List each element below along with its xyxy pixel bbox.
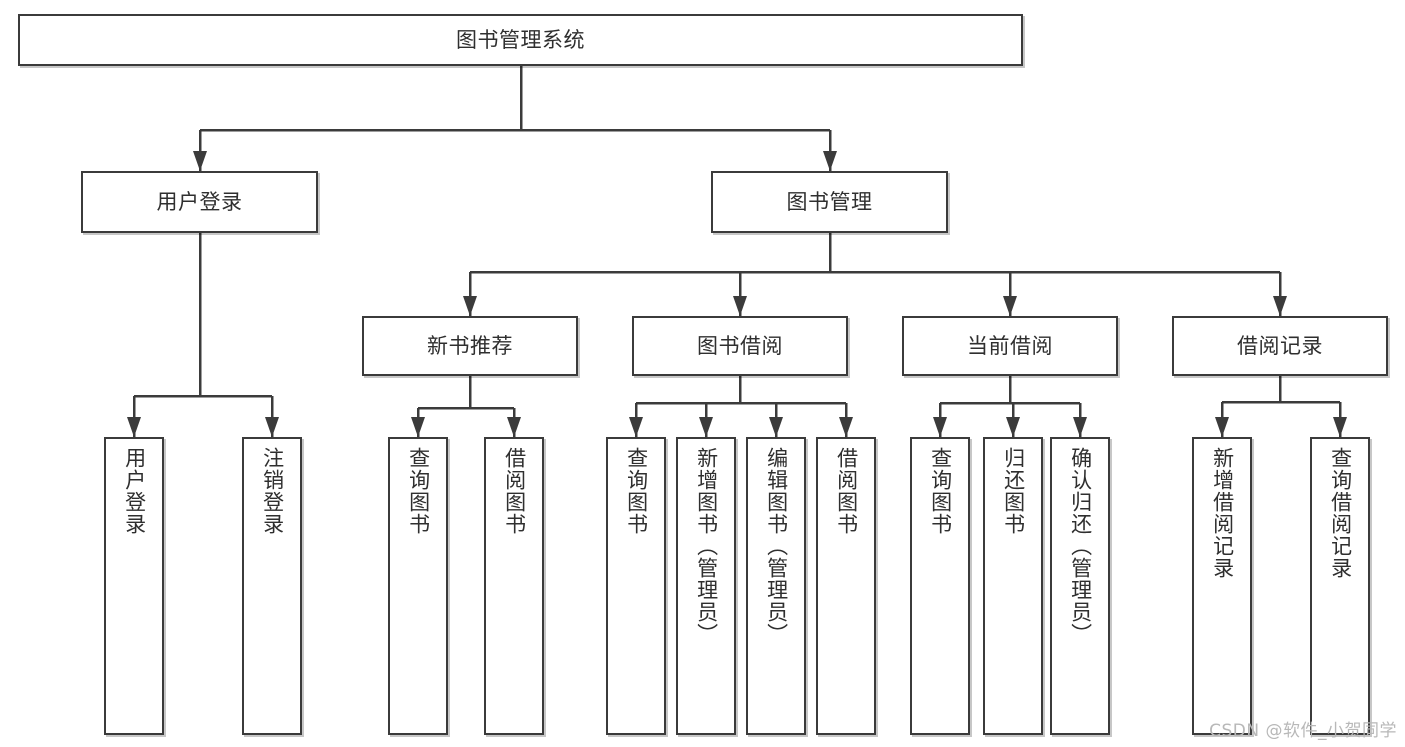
node-label: 编辑图书（管理员） xyxy=(764,447,789,645)
edge-arrowhead xyxy=(1273,296,1287,316)
node-l-re-query[interactable]: 查询借阅记录 xyxy=(1310,437,1370,735)
node-label: 查询图书 xyxy=(624,447,649,535)
node-l-bo-query[interactable]: 查询图书 xyxy=(606,437,666,735)
node-l-bo-borrow[interactable]: 借阅图书 xyxy=(816,437,876,735)
node-label: 借阅图书 xyxy=(834,447,859,535)
node-l-userlogin[interactable]: 用户登录 xyxy=(104,437,164,735)
node-root[interactable]: 图书管理系统 xyxy=(18,14,1023,66)
edge-arrowhead xyxy=(823,151,837,171)
edge-arrowhead xyxy=(629,417,643,437)
edge-arrowhead xyxy=(699,417,713,437)
node-label: 确认归还（管理员） xyxy=(1068,447,1093,645)
node-label: 注销登录 xyxy=(260,447,285,535)
node-n-bookmgmt[interactable]: 图书管理 xyxy=(711,171,948,233)
edge-arrowhead xyxy=(769,417,783,437)
node-n-newbook[interactable]: 新书推荐 xyxy=(362,316,578,376)
node-label: 新书推荐 xyxy=(427,333,513,358)
edge-arrowhead xyxy=(411,417,425,437)
edge-arrowhead xyxy=(265,417,279,437)
node-label: 当前借阅 xyxy=(967,333,1053,358)
node-n-current[interactable]: 当前借阅 xyxy=(902,316,1118,376)
node-l-nb-query[interactable]: 查询图书 xyxy=(388,437,448,735)
edge-arrowhead xyxy=(1073,417,1087,437)
node-label: 新增图书（管理员） xyxy=(694,447,719,645)
edge-arrowhead xyxy=(1333,417,1347,437)
node-label: 图书借阅 xyxy=(697,333,783,358)
node-l-cu-confirm[interactable]: 确认归还（管理员） xyxy=(1050,437,1110,735)
node-l-bo-edit[interactable]: 编辑图书（管理员） xyxy=(746,437,806,735)
node-l-bo-add[interactable]: 新增图书（管理员） xyxy=(676,437,736,735)
node-label: 借阅记录 xyxy=(1237,333,1323,358)
node-label: 查询图书 xyxy=(928,447,953,535)
node-label: 图书管理系统 xyxy=(456,27,585,52)
node-l-logout[interactable]: 注销登录 xyxy=(242,437,302,735)
edge-arrowhead xyxy=(1003,296,1017,316)
watermark: CSDN @软件_小贺同学 xyxy=(1209,721,1397,741)
node-n-borrow[interactable]: 图书借阅 xyxy=(632,316,848,376)
edge-arrowhead xyxy=(733,296,747,316)
node-label: 新增借阅记录 xyxy=(1210,447,1235,579)
edge-arrowhead xyxy=(933,417,947,437)
node-n-login[interactable]: 用户登录 xyxy=(81,171,318,233)
node-l-re-add[interactable]: 新增借阅记录 xyxy=(1192,437,1252,735)
node-n-record[interactable]: 借阅记录 xyxy=(1172,316,1388,376)
edge-arrowhead xyxy=(839,417,853,437)
node-l-nb-borrow[interactable]: 借阅图书 xyxy=(484,437,544,735)
edge-arrowhead xyxy=(507,417,521,437)
node-label: 用户登录 xyxy=(122,447,147,535)
edge-arrowhead xyxy=(1215,417,1229,437)
node-label: 查询图书 xyxy=(406,447,431,535)
edge-arrowhead xyxy=(127,417,141,437)
node-label: 查询借阅记录 xyxy=(1328,447,1353,579)
edge-arrowhead xyxy=(463,296,477,316)
edge-arrowhead xyxy=(193,151,207,171)
edge-arrowhead xyxy=(1006,417,1020,437)
node-label: 归还图书 xyxy=(1001,447,1026,535)
node-label: 图书管理 xyxy=(786,189,873,214)
node-l-cu-query[interactable]: 查询图书 xyxy=(910,437,970,735)
node-label: 借阅图书 xyxy=(502,447,527,535)
node-l-cu-return[interactable]: 归还图书 xyxy=(983,437,1043,735)
node-label: 用户登录 xyxy=(156,189,243,214)
